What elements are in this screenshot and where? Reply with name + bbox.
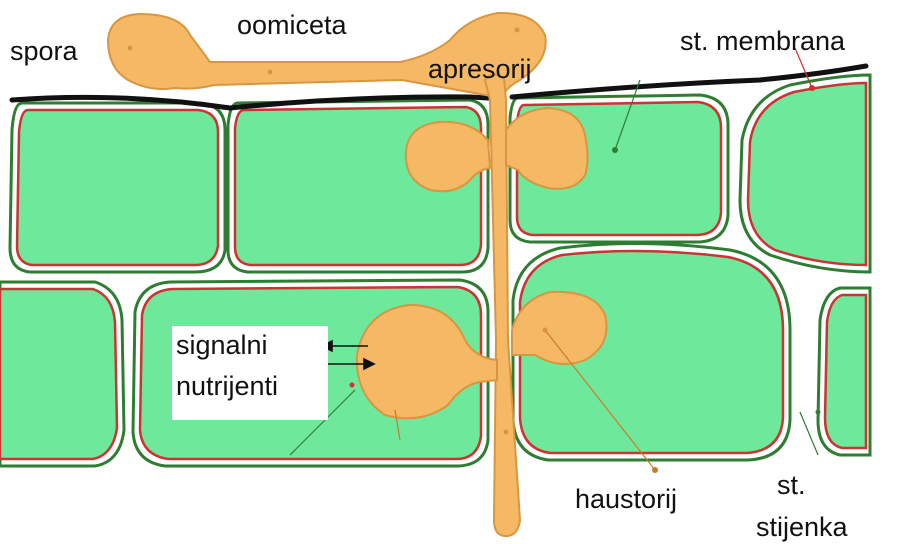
cell-membrane: [17, 110, 218, 265]
plant-cell-bottom-4: [818, 288, 870, 455]
label-nutrijenti: nutrijenti: [176, 373, 324, 400]
label-box-signal-nutrient: signalni nutrijenti: [172, 326, 328, 420]
haustorium-dot: [543, 328, 548, 333]
plant-cell-bottom-1: [0, 282, 124, 466]
label-st: st.: [777, 472, 806, 499]
plant-cell-top-4: [740, 75, 870, 272]
label-haustorij: haustorij: [575, 486, 677, 513]
label-apresorij: apresorij: [428, 56, 532, 83]
plant-cell-top-1: [10, 103, 225, 272]
cell-membrane: [825, 295, 866, 448]
label-signalni: signalni: [176, 332, 324, 359]
leader-dot: [809, 85, 815, 91]
germ-tube-dot: [268, 70, 273, 75]
label-stijenka: stijenka: [756, 514, 848, 541]
hypha-dot: [504, 430, 509, 435]
label-st-membrana: st. membrana: [680, 28, 845, 55]
label-spora: spora: [10, 38, 78, 65]
spore-dot: [128, 46, 133, 51]
leader-dot: [612, 147, 618, 153]
membrane-dot: [350, 383, 355, 388]
label-oomiceta: oomiceta: [237, 12, 347, 39]
leader-dot: [652, 467, 658, 473]
cell-membrane: [0, 289, 117, 459]
appressorium-dot: [515, 28, 520, 33]
stijenka-leader: [800, 412, 818, 455]
leader-dot: [816, 410, 821, 415]
cell-membrane: [748, 83, 866, 265]
